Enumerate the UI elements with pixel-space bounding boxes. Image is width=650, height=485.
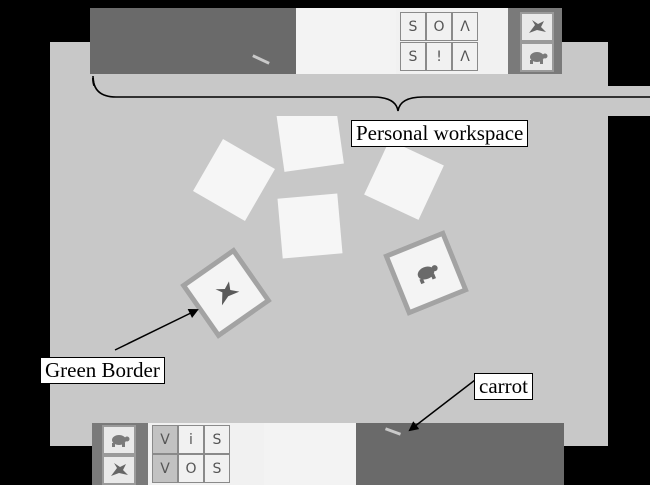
carrot-label: carrot — [474, 373, 533, 400]
bottom-grid-cell: S — [204, 454, 230, 483]
bottom-grid-cell: O — [178, 454, 204, 483]
bird-icon — [520, 12, 554, 42]
top-grid-cell: S — [400, 12, 426, 41]
blank-card — [276, 104, 344, 172]
top-grid-cell: S — [400, 42, 426, 71]
bottom-workspace-dark-area — [356, 423, 564, 485]
top-grid-cell: Λ — [452, 42, 478, 71]
top-grid-cell: Λ — [452, 12, 478, 41]
bottom-icon-column — [92, 423, 148, 485]
top-letter-grid: S O Λ S ! Λ — [396, 8, 508, 74]
bottom-grid-cell: V — [152, 454, 178, 483]
bird-icon — [215, 281, 240, 306]
bordered-bird-card — [180, 247, 272, 339]
top-icon-column — [508, 8, 562, 74]
turtle-icon — [102, 425, 136, 455]
green-border-label: Green Border — [40, 357, 165, 384]
personal-workspace-label: Personal workspace — [351, 120, 529, 147]
turtle-icon — [417, 265, 438, 285]
bordered-turtle-card — [383, 230, 469, 316]
top-workspace-white-area — [296, 8, 396, 74]
bottom-grid-cell: S — [204, 425, 230, 454]
top-workspace-dark-area — [90, 8, 296, 74]
turtle-icon — [520, 42, 554, 72]
bottom-letter-grid: V i S V O S — [148, 423, 264, 485]
bottom-grid-cell: V — [152, 425, 178, 454]
bird-icon — [102, 455, 136, 485]
blank-card — [277, 193, 343, 259]
top-grid-cell: O — [426, 12, 452, 41]
bottom-workspace-white-area — [264, 423, 356, 485]
bottom-grid-cell: i — [178, 425, 204, 454]
top-grid-cell: ! — [426, 42, 452, 71]
